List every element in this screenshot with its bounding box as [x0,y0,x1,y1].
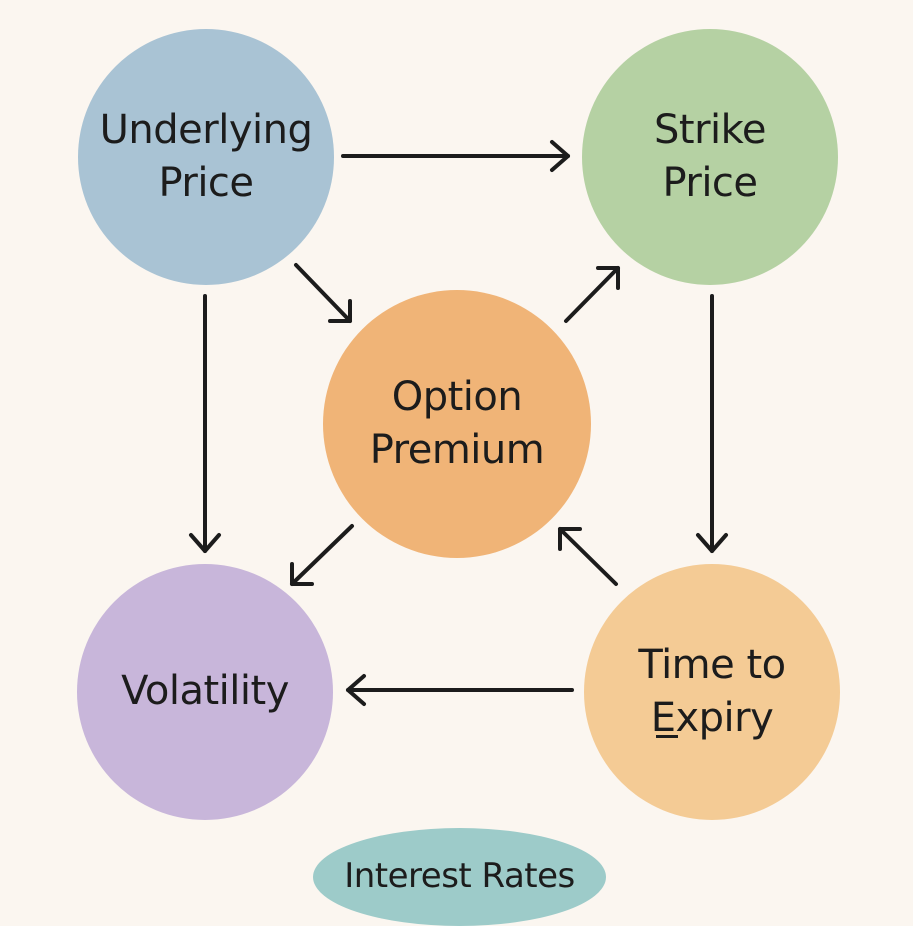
node-underlying-price-line-2: Price [158,160,254,206]
node-interest-rates: Interest Rates [313,828,606,926]
node-strike-price: Strike Price [582,29,838,285]
node-strike-price-line-2: Price [662,160,758,206]
node-option-premium: Option Premium [323,290,591,558]
arrow-underlying-to-strike [341,140,570,172]
node-option-premium-line-2: Premium [369,427,545,473]
node-time-to-expiry-line-2: Expiry [650,695,774,741]
node-volatility-label: Volatility [121,665,289,718]
arrow-underlying-to-option [294,263,352,323]
node-volatility-line-1: Volatility [121,668,289,715]
node-time-to-expiry: Time to Expiry [584,564,840,820]
arrow-strike-to-expiry [696,294,728,553]
expiry-dash-mark [656,735,678,738]
arrow-underlying-to-volatility [189,294,221,553]
node-underlying-price: Underlying Price [78,29,334,285]
node-option-premium-line-1: Option [391,373,523,420]
node-underlying-price-label: Underlying Price [100,104,313,210]
node-time-to-expiry-line-1: Time to [638,641,786,688]
node-interest-rates-line-1: Interest Rates [344,856,575,897]
arrow-expiry-to-option [558,527,618,586]
node-interest-rates-label: Interest Rates [344,854,575,899]
arrow-option-to-volatility [290,524,354,586]
node-underlying-price-line-1: Underlying [99,106,313,153]
node-strike-price-label: Strike Price [654,104,766,210]
node-strike-price-line-1: Strike [654,106,766,153]
arrow-option-to-strike [564,266,620,323]
node-volatility: Volatility [77,564,333,820]
arrow-expiry-to-volatility [346,674,574,706]
node-option-premium-label: Option Premium [370,371,545,477]
node-time-to-expiry-label: Time to Expiry [638,639,786,745]
